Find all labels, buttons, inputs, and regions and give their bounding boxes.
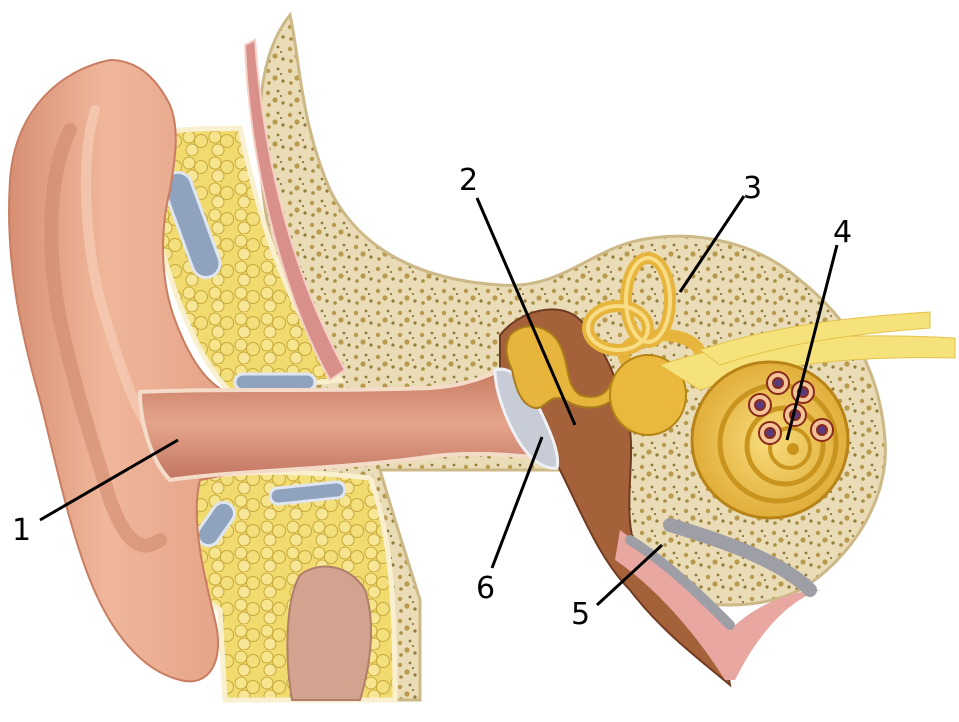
auricle-fold — [44, 123, 167, 553]
semicircular-canals-highlight — [586, 256, 672, 352]
callout-label-1: 1 — [12, 513, 32, 548]
vestibule — [609, 354, 687, 436]
leader-line-1 — [39, 438, 179, 522]
leader-line-3 — [678, 195, 746, 293]
cartilage-bar — [268, 480, 347, 506]
leader-line-4 — [785, 244, 839, 441]
cartilage-bar — [233, 372, 317, 392]
callout-label-4: 4 — [833, 215, 853, 250]
cartilage-bar — [196, 500, 236, 548]
leader-line-6 — [490, 436, 544, 569]
callout-label-6: 6 — [476, 571, 496, 606]
ear-canal — [137, 365, 559, 483]
callout-label-5: 5 — [571, 597, 591, 632]
leader-line-2 — [475, 197, 577, 426]
callout-label-2: 2 — [459, 163, 479, 198]
auricle-highlight — [80, 105, 155, 435]
eustachian-tube-wall — [625, 535, 735, 630]
ossicles — [505, 325, 614, 410]
auricle — [8, 58, 251, 683]
cochlea-cross-sections — [748, 371, 834, 445]
muscle-strip — [243, 38, 347, 382]
eustachian-tube-wall-outer — [663, 518, 817, 597]
gland — [286, 565, 372, 701]
leader-line-5 — [595, 543, 664, 607]
vestibular-nerve — [698, 311, 931, 366]
callout-label-3: 3 — [743, 171, 763, 206]
